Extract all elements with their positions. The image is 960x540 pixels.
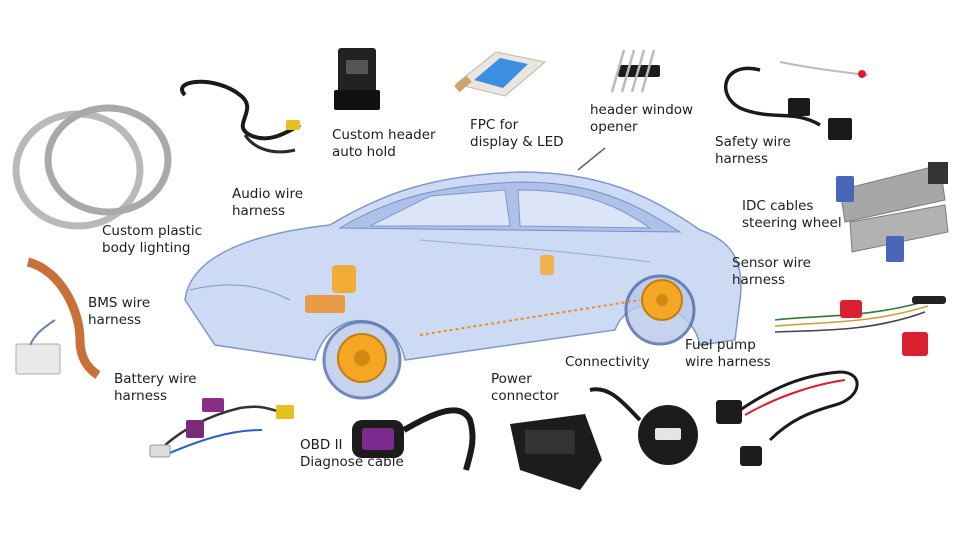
label-fuel-pump-wire-harness: Fuel pump wire harness xyxy=(685,337,771,370)
label-body-lighting: Custom plastic body lighting xyxy=(102,223,203,256)
idc-ribbon-cables xyxy=(836,162,949,262)
label-idc-cables: IDC cables steering wheel xyxy=(742,198,842,231)
obd-ii-cable xyxy=(352,407,476,471)
label-obd-ii: OBD II Diagnose cable xyxy=(300,437,404,470)
fpc-cable xyxy=(454,51,547,97)
battery-wire-harness xyxy=(149,398,294,458)
label-power-connector: Power connector xyxy=(491,371,559,404)
label-battery-wire-harness: Battery wire harness xyxy=(114,371,197,404)
sensor-wire-harness xyxy=(774,296,946,356)
usb-connectivity-port xyxy=(589,387,698,465)
label-connectivity: Connectivity xyxy=(565,354,650,370)
bms-wire-harness xyxy=(15,257,101,379)
power-connector xyxy=(510,414,602,490)
car-illustration xyxy=(184,147,742,400)
header-auto-hold-part xyxy=(334,48,380,110)
body-lighting-rings xyxy=(12,104,172,230)
label-audio-wire-harness: Audio wire harness xyxy=(232,186,304,219)
safety-wire-harness xyxy=(724,61,869,140)
label-bms-wire-harness: BMS wire harness xyxy=(88,295,151,328)
label-header-window-opener: header window opener xyxy=(590,102,694,135)
fuel-pump-wire-harness xyxy=(716,370,859,466)
audio-wire-harness xyxy=(180,79,301,154)
label-sensor-wire-harness: Sensor wire harness xyxy=(732,255,811,288)
label-safety-wire-harness: Safety wire harness xyxy=(715,134,791,167)
label-fpc: FPC for display & LED xyxy=(470,117,564,150)
label-custom-header-auto-hold: Custom header auto hold xyxy=(332,127,436,160)
header-pins xyxy=(610,49,660,93)
